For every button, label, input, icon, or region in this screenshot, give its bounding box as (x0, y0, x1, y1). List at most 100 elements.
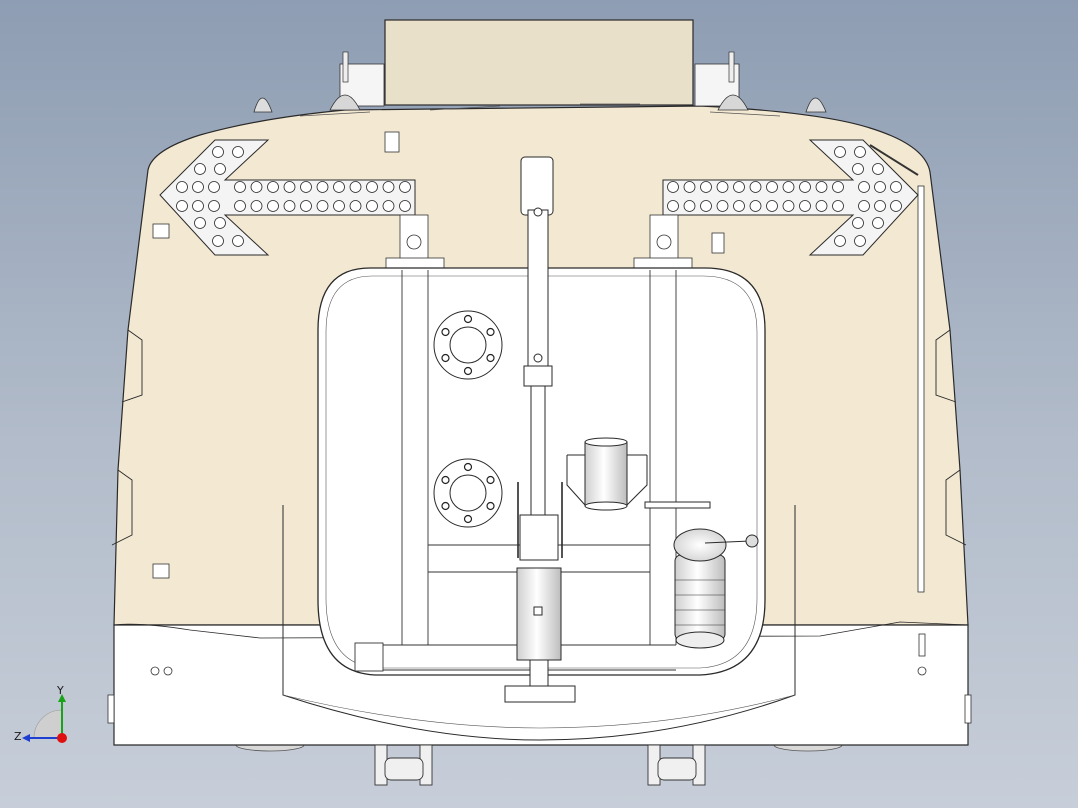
led-cell (683, 181, 696, 193)
led-cell (212, 235, 224, 247)
led-cell (232, 235, 244, 247)
top-box (384, 19, 694, 106)
led-cell (700, 200, 712, 212)
led-cell (832, 200, 844, 212)
tow-hitch-right (647, 744, 706, 786)
flange-bolt (441, 475, 450, 485)
flange-bolt (463, 366, 473, 376)
led-cell (349, 200, 362, 212)
led-cell (799, 181, 811, 193)
led-cell (214, 163, 226, 175)
coordinate-triad: Y Z (12, 684, 74, 750)
x-axis-dot (57, 733, 67, 743)
top-lamp-right (694, 51, 749, 111)
led-cell (194, 217, 206, 229)
led-cell (234, 200, 246, 212)
led-cell (366, 181, 378, 193)
led-cell (834, 235, 846, 247)
led-cell (382, 200, 395, 212)
led-cell (300, 181, 312, 193)
led-cell (399, 200, 411, 212)
flange-bolt (463, 514, 473, 524)
led-cell (250, 181, 263, 193)
led-cell (854, 235, 866, 247)
led-array-right (667, 146, 902, 247)
led-cell (366, 200, 378, 212)
side-rail (917, 185, 925, 593)
led-cell (667, 181, 679, 193)
flange-bolt (486, 501, 495, 511)
flange-bolt (441, 327, 450, 337)
tow-hitch-left (374, 744, 433, 786)
led-cell (782, 200, 795, 212)
flange-lower (433, 458, 503, 528)
led-cell (283, 200, 296, 212)
led-cell (316, 181, 329, 193)
led-cell (733, 181, 745, 193)
led-cell (749, 200, 762, 212)
z-axis-label: Z (14, 730, 22, 743)
led-cell (333, 200, 345, 212)
cylinder-tank (566, 437, 648, 511)
led-cell (834, 146, 846, 158)
led-cell (212, 146, 224, 158)
body-fasteners (150, 131, 927, 676)
led-cell (733, 200, 745, 212)
led-cell (815, 200, 828, 212)
led-cell (316, 200, 329, 212)
led-cell (208, 181, 220, 193)
led-cell (890, 200, 902, 212)
led-cell (192, 181, 204, 193)
y-axis-label: Y (57, 684, 64, 697)
led-cell (333, 181, 345, 193)
bottom-actuator (504, 567, 576, 703)
led-cell (858, 181, 870, 193)
led-cell (300, 200, 312, 212)
led-cell (854, 146, 866, 158)
led-cell (232, 146, 244, 158)
z-axis-arrowhead (22, 734, 30, 742)
led-cell (874, 200, 886, 212)
y-axis-arrowhead (58, 694, 66, 702)
led-cell (852, 217, 864, 229)
led-cell (234, 181, 246, 193)
hinge-left (385, 214, 445, 271)
led-cell (858, 200, 870, 212)
hydraulic-cylinder (517, 156, 563, 561)
led-cell (250, 200, 263, 212)
led-cell (283, 181, 296, 193)
led-cell (852, 163, 864, 175)
led-cell (716, 200, 729, 212)
led-cell (667, 200, 679, 212)
led-array-left (176, 146, 411, 247)
led-cell (716, 181, 729, 193)
flange-bolts (441, 314, 495, 524)
flange-bolt (486, 475, 495, 485)
horizontal-rod (644, 501, 711, 509)
led-cell (192, 200, 204, 212)
led-cell (214, 217, 226, 229)
top-lamp-left (329, 51, 385, 111)
led-cell (382, 181, 395, 193)
led-cell (349, 181, 362, 193)
led-cell (176, 200, 188, 212)
led-cell (872, 217, 884, 229)
led-cell (766, 181, 778, 193)
triad-graphic (22, 694, 67, 743)
led-cell (176, 181, 188, 193)
led-cell (815, 181, 828, 193)
flange-bolt (486, 327, 495, 337)
flange-upper (433, 310, 503, 380)
led-cell (832, 181, 844, 193)
led-cell (700, 181, 712, 193)
led-cell (208, 200, 220, 212)
top-side-lights (253, 97, 827, 113)
led-cell (890, 181, 902, 193)
led-cell (749, 181, 762, 193)
led-cell (399, 181, 411, 193)
led-cell (799, 200, 811, 212)
flange-bolt (441, 501, 450, 511)
led-cell (267, 200, 279, 212)
